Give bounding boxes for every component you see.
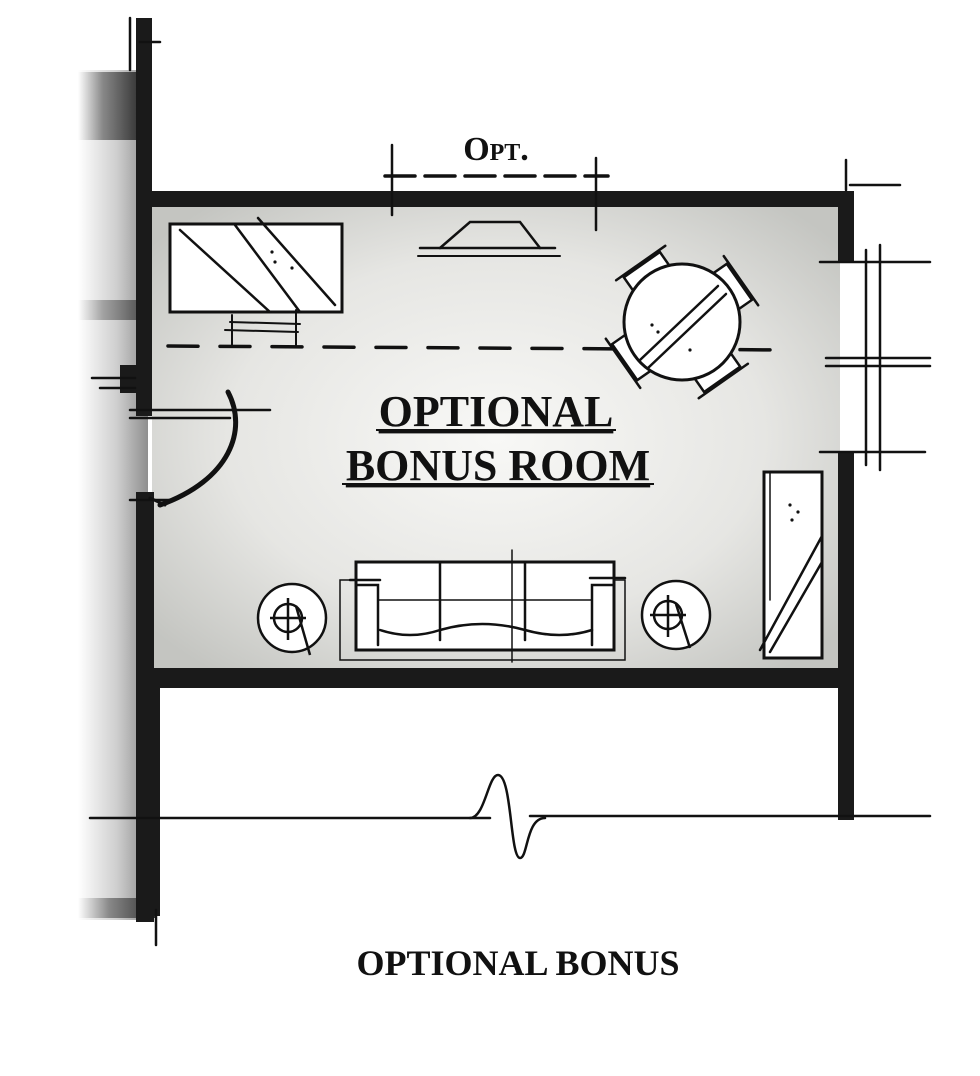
bookcase [758,470,824,660]
end-table-left [256,582,328,656]
walls [120,18,854,922]
end-table-right [640,579,712,651]
entry-door [148,389,239,508]
room-label-line1: OPTIONAL [379,387,614,436]
sketch-lines [88,16,932,947]
optional-window [383,143,610,257]
room-label-line2: BONUS ROOM [346,441,650,490]
opt-label: Opt. [463,131,529,168]
sofa [339,549,627,663]
svg-text:Opt.: Opt. [463,131,529,168]
plan-caption: OPTIONAL BONUS [356,943,679,983]
room-label: OPTIONAL BONUS ROOM [342,387,654,490]
round-dining-table [604,244,760,400]
tv-console [168,216,344,347]
